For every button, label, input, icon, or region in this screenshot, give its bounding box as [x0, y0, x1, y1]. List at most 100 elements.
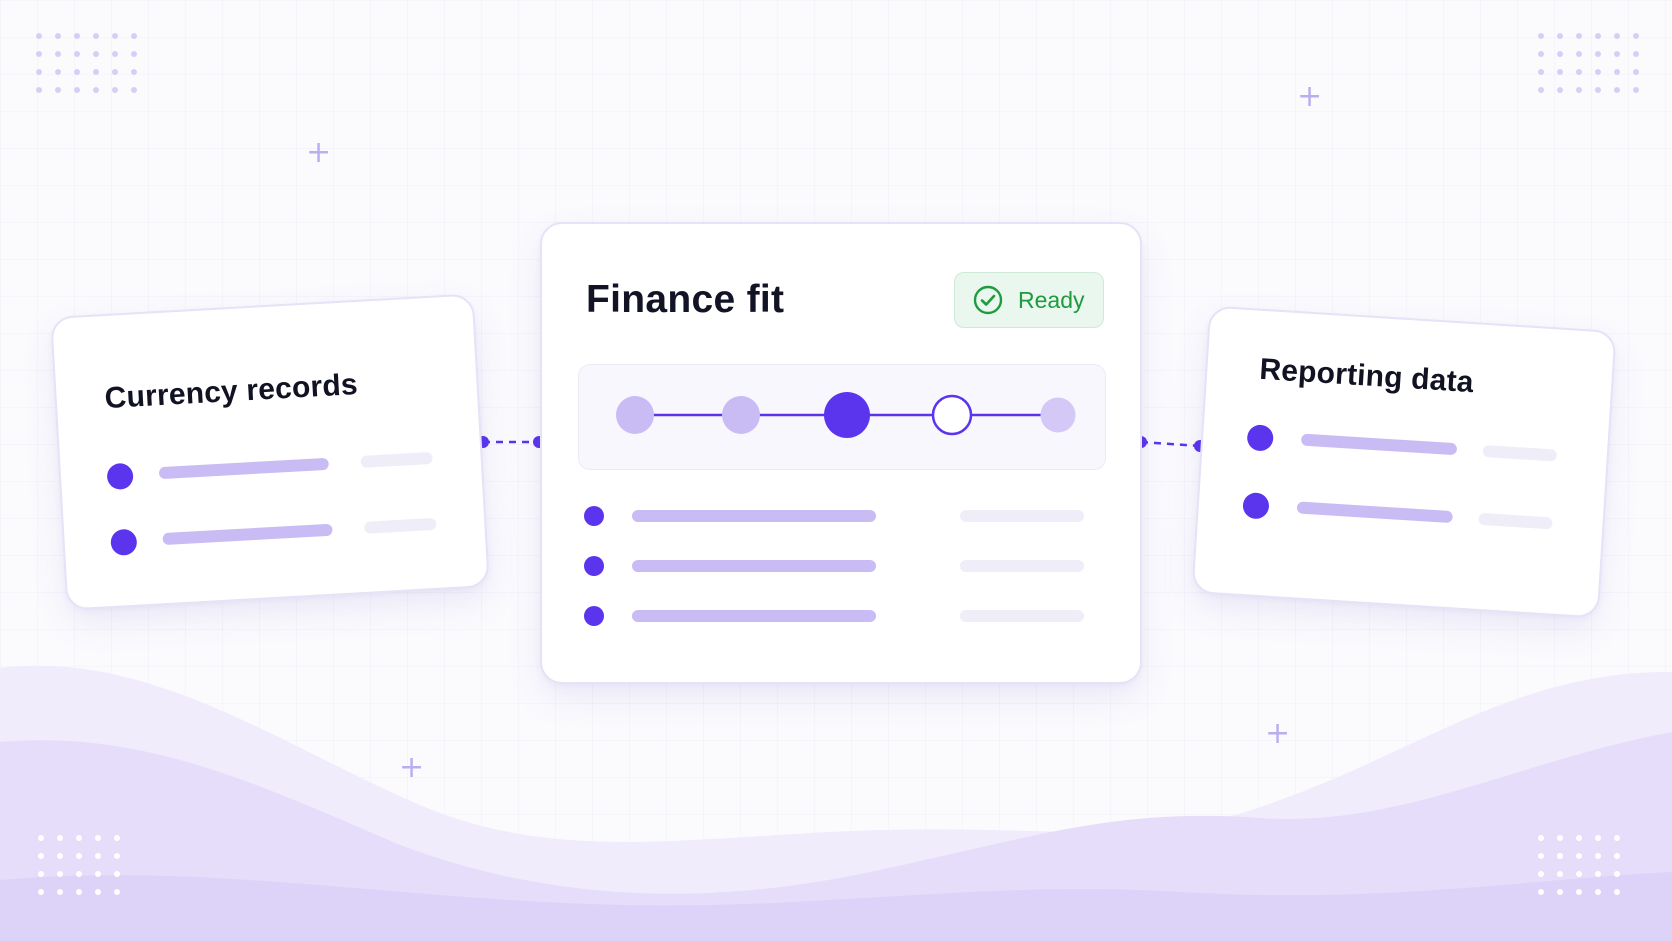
dot	[1614, 835, 1620, 841]
dot	[1557, 69, 1563, 75]
bullet-icon	[1246, 424, 1275, 452]
dot	[1633, 69, 1639, 75]
dot	[93, 33, 99, 39]
dot	[36, 51, 42, 57]
bullet-icon	[106, 462, 134, 491]
dot	[1614, 871, 1620, 877]
dot	[1538, 889, 1544, 895]
dot	[57, 853, 63, 859]
step-upcoming	[1040, 397, 1076, 433]
dot	[112, 33, 118, 39]
dot	[57, 889, 63, 895]
dot	[74, 87, 80, 93]
dot	[55, 33, 61, 39]
dot	[112, 69, 118, 75]
step-completed	[616, 396, 654, 434]
dot	[1538, 51, 1544, 57]
dot	[1633, 33, 1639, 39]
dot	[1557, 87, 1563, 93]
plus-icon: +	[1265, 716, 1291, 751]
placeholder-line	[1478, 512, 1553, 530]
dot	[1557, 871, 1563, 877]
dot	[93, 51, 99, 57]
dot-grid-icon	[1538, 33, 1652, 93]
placeholder-line	[960, 510, 1084, 522]
dot	[1576, 871, 1582, 877]
dot	[1614, 69, 1620, 75]
dot	[1557, 889, 1563, 895]
bullet-icon	[584, 606, 604, 626]
dot	[57, 871, 63, 877]
dot	[1557, 835, 1563, 841]
dot	[1614, 33, 1620, 39]
dot	[1614, 853, 1620, 859]
dot	[1614, 889, 1620, 895]
bullet-icon	[1242, 492, 1270, 520]
card-title: Finance fit	[586, 278, 785, 321]
dot	[114, 889, 120, 895]
dot	[74, 69, 80, 75]
dot	[76, 853, 82, 859]
dot	[1557, 33, 1563, 39]
dot	[1576, 87, 1582, 93]
dot	[74, 51, 80, 57]
dot	[1538, 69, 1544, 75]
currency-records-card: Currency records	[50, 293, 490, 611]
step-current	[824, 392, 870, 438]
placeholder-line	[960, 560, 1084, 572]
plus-icon: +	[1297, 79, 1323, 114]
dot	[1576, 853, 1582, 859]
dot	[1614, 87, 1620, 93]
placeholder-line	[360, 451, 433, 468]
dot	[1557, 853, 1563, 859]
dot	[1576, 51, 1582, 57]
dot	[55, 69, 61, 75]
dot	[1595, 69, 1601, 75]
dot	[131, 69, 137, 75]
reporting-data-card: Reporting data	[1191, 305, 1617, 619]
dot	[55, 51, 61, 57]
dot	[55, 87, 61, 93]
placeholder-line	[960, 610, 1084, 622]
dot	[131, 33, 137, 39]
dot	[1557, 51, 1563, 57]
dot	[112, 51, 118, 57]
placeholder-line	[1296, 501, 1454, 524]
dot	[114, 853, 120, 859]
dot	[95, 835, 101, 841]
dot	[95, 889, 101, 895]
dot	[76, 871, 82, 877]
dot	[38, 889, 44, 895]
dot	[38, 835, 44, 841]
check-circle-icon	[973, 285, 1003, 315]
dot	[131, 51, 137, 57]
step-completed	[722, 396, 760, 434]
dot	[1595, 835, 1601, 841]
dot	[74, 33, 80, 39]
bullet-icon	[110, 528, 138, 557]
step-next	[931, 394, 973, 436]
wave-mid	[0, 732, 1672, 941]
dot	[95, 871, 101, 877]
status-label: Ready	[1018, 287, 1085, 313]
dot	[38, 853, 44, 859]
dot	[1576, 889, 1582, 895]
placeholder-line	[158, 457, 330, 480]
dot	[114, 835, 120, 841]
dot	[1538, 853, 1544, 859]
dot	[76, 835, 82, 841]
dot	[1576, 33, 1582, 39]
dot	[36, 69, 42, 75]
card-title: Reporting data	[1258, 352, 1475, 400]
plus-icon: +	[306, 135, 332, 170]
dot-grid-icon	[38, 835, 133, 895]
dot	[93, 69, 99, 75]
dot	[114, 871, 120, 877]
status-badge: Ready	[954, 272, 1104, 328]
progress-stepper	[578, 364, 1106, 470]
placeholder-line	[632, 510, 876, 522]
stepper-track	[616, 392, 1076, 438]
placeholder-line	[364, 517, 437, 534]
bullet-icon	[584, 556, 604, 576]
